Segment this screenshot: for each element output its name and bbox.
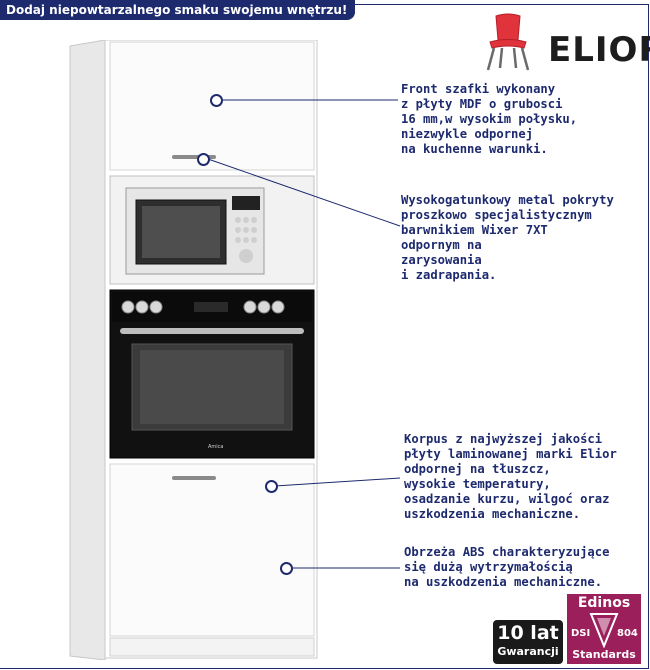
frame-line-right [648, 4, 649, 669]
callout-marker-front [210, 94, 223, 107]
callout-carcass: Korpus z najwyższej jakości płyty lamino… [404, 432, 617, 521]
frame-line-bottom [0, 668, 649, 669]
shield-icon [589, 613, 619, 648]
warranty-label: Gwarancji [497, 645, 559, 658]
brand-logo-text: ELIOR [548, 30, 650, 70]
callout-marker-body [265, 480, 278, 493]
certificate-title: Edinos [577, 595, 631, 611]
oven-brand-label: Amica [208, 444, 224, 450]
callout-marker-handle [197, 153, 210, 166]
certificate-standards: Standards [572, 648, 636, 661]
callout-front-panel: Front szafki wykonany z płyty MDF o grub… [401, 82, 578, 156]
callout-metal-handle: Wysokogatunkowy metal pokryty proszkowo … [401, 193, 614, 282]
warranty-badge: 10 lat Gwarancji [493, 620, 563, 664]
frame-line-top [355, 4, 649, 5]
red-chair-icon [486, 13, 530, 71]
edinos-certificate-badge: Edinos DSI 804 Standards [567, 594, 641, 664]
certificate-number: 804 [617, 628, 638, 639]
callout-abs-edging: Obrzeża ABS charakteryzujące się dużą wy… [404, 545, 610, 589]
callout-marker-edge [280, 562, 293, 575]
promo-banner: Dodaj niepowtarzalnego smaku swojemu wnę… [0, 0, 356, 20]
certificate-left-mark: DSI [571, 628, 591, 639]
warranty-years: 10 lat [497, 622, 559, 644]
